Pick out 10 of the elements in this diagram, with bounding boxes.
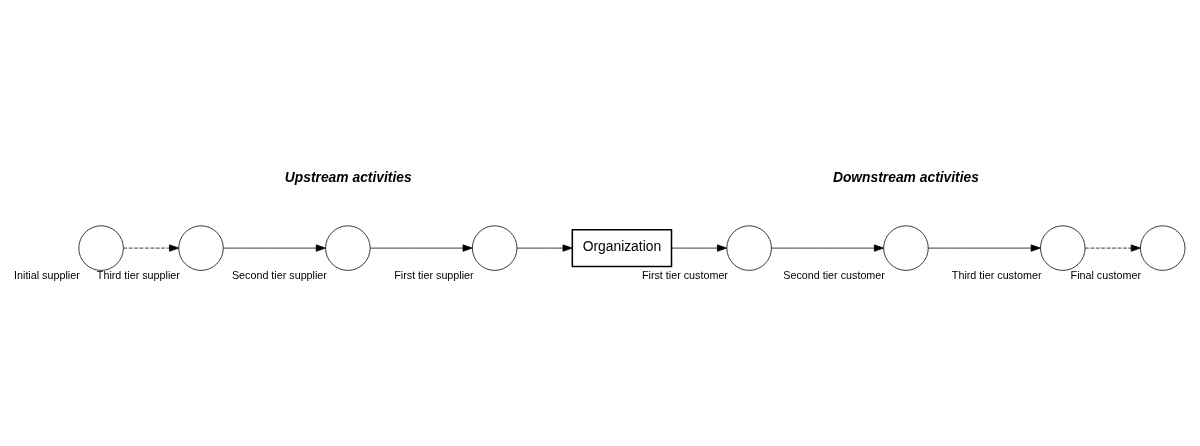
node-label: First tier supplier <box>394 268 474 281</box>
node-label: Third tier supplier <box>96 268 180 281</box>
node-label: Initial supplier <box>14 268 80 281</box>
node-label: Second tier customer <box>783 268 885 281</box>
node-label: First tier customer <box>641 268 728 281</box>
label: Upstream activities <box>284 168 412 185</box>
node-label: Second tier supplier <box>231 268 327 281</box>
node-label: Final customer <box>1070 268 1142 281</box>
node-label: Third tier customer <box>951 268 1042 281</box>
label: Downstream activities <box>832 168 979 185</box>
